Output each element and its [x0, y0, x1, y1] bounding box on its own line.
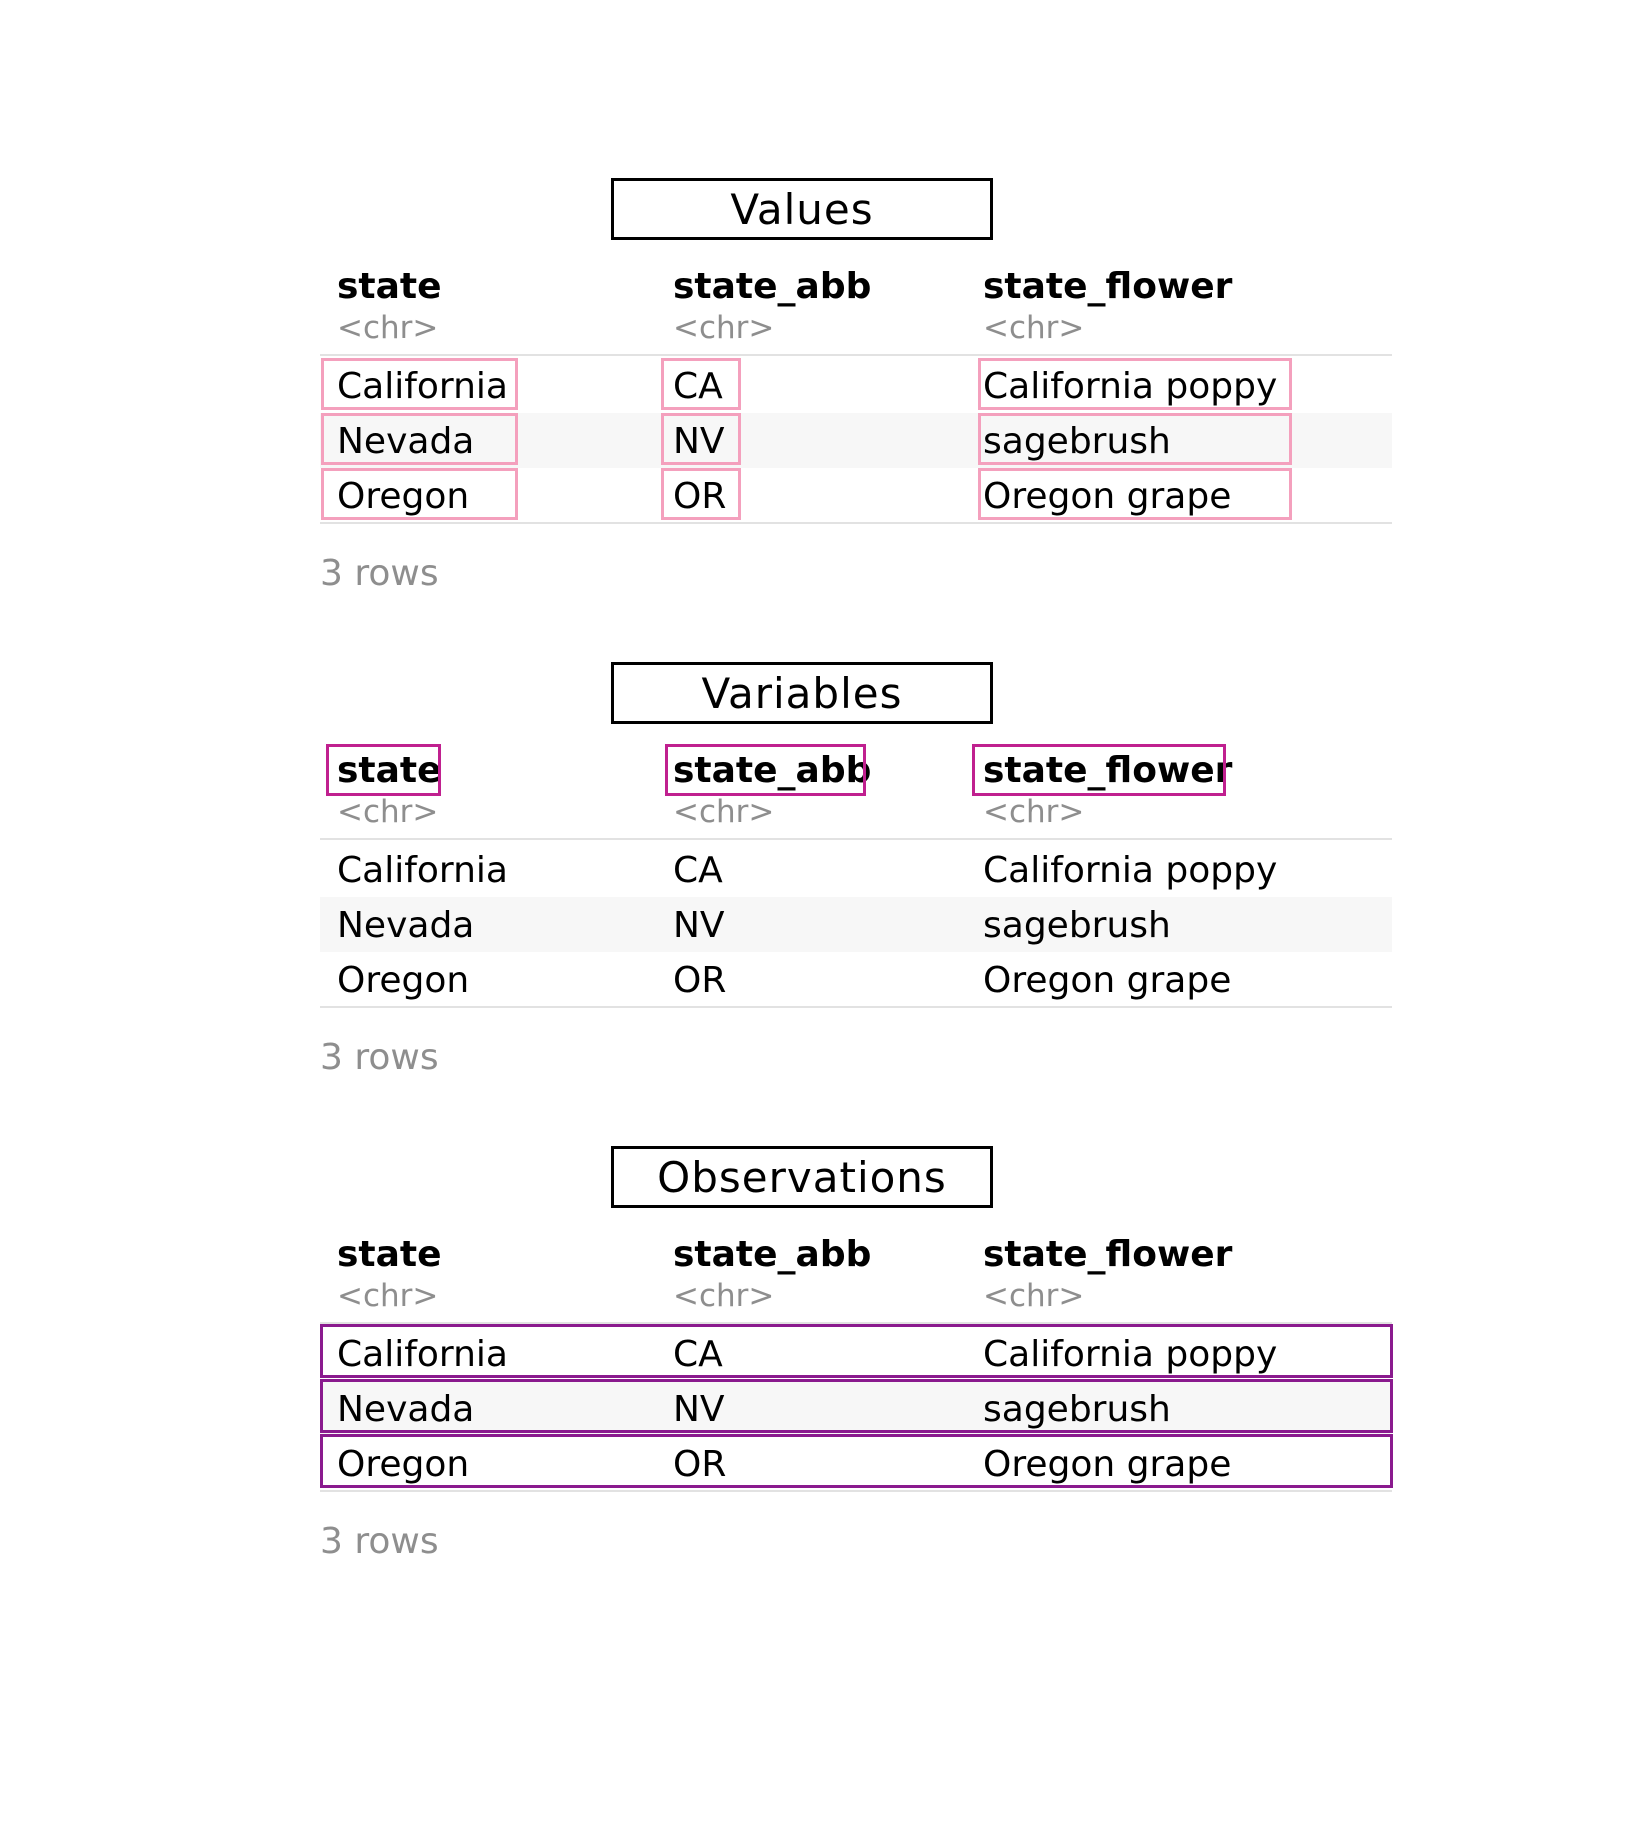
column-header-state_flower: state_flower	[983, 1234, 1233, 1275]
column-header-state_abb: state_abb	[673, 750, 872, 791]
column-header-state_flower: state_flower	[983, 750, 1233, 791]
header-divider	[320, 1322, 1392, 1324]
column-header-state: state	[337, 750, 442, 791]
table-bottom-divider	[320, 1490, 1392, 1492]
column-header-state: state	[337, 266, 442, 307]
table-cell: NV	[673, 421, 725, 462]
column-header-state_abb: state_abb	[673, 1234, 872, 1275]
header-divider	[320, 354, 1392, 356]
table-cell: NV	[673, 905, 725, 946]
column-header-state_flower: state_flower	[983, 266, 1233, 307]
table-cell: sagebrush	[983, 905, 1171, 946]
row-count: 3 rows	[320, 553, 439, 594]
table-cell: CA	[673, 1334, 723, 1375]
table-cell: Nevada	[337, 421, 475, 462]
table-bottom-divider	[320, 522, 1392, 524]
table-cell: California poppy	[983, 850, 1278, 891]
column-type: <chr>	[673, 310, 775, 346]
header-divider	[320, 838, 1392, 840]
row-count: 3 rows	[320, 1521, 439, 1562]
table-cell: Oregon	[337, 476, 470, 517]
column-type: <chr>	[673, 794, 775, 830]
column-type: <chr>	[983, 310, 1085, 346]
table-cell: CA	[673, 366, 723, 407]
column-type: <chr>	[983, 1278, 1085, 1314]
table-cell: California	[337, 850, 508, 891]
table-cell: California poppy	[983, 1334, 1278, 1375]
table-cell: California	[337, 366, 508, 407]
column-type: <chr>	[337, 794, 439, 830]
table-cell: sagebrush	[983, 1389, 1171, 1430]
panel-title: Observations	[611, 1146, 993, 1208]
column-type: <chr>	[337, 310, 439, 346]
panel-title: Values	[611, 178, 993, 240]
table-cell: Nevada	[337, 905, 475, 946]
table-cell: Nevada	[337, 1389, 475, 1430]
table-bottom-divider	[320, 1006, 1392, 1008]
table-cell: Oregon grape	[983, 960, 1232, 1001]
table-cell: OR	[673, 1444, 727, 1485]
table-row	[320, 897, 1392, 952]
table-cell: Oregon grape	[983, 476, 1232, 517]
column-header-state: state	[337, 1234, 442, 1275]
column-type: <chr>	[673, 1278, 775, 1314]
table-row	[320, 1381, 1392, 1436]
table-cell: sagebrush	[983, 421, 1171, 462]
column-header-state_abb: state_abb	[673, 266, 872, 307]
table-row	[320, 413, 1392, 468]
table-cell: Oregon	[337, 960, 470, 1001]
panel-title: Variables	[611, 662, 993, 724]
table-cell: NV	[673, 1389, 725, 1430]
row-count: 3 rows	[320, 1037, 439, 1078]
table-cell: Oregon	[337, 1444, 470, 1485]
table-cell: OR	[673, 476, 727, 517]
column-type: <chr>	[337, 1278, 439, 1314]
table-cell: CA	[673, 850, 723, 891]
column-type: <chr>	[983, 794, 1085, 830]
table-cell: California	[337, 1334, 508, 1375]
table-cell: California poppy	[983, 366, 1278, 407]
table-cell: OR	[673, 960, 727, 1001]
table-cell: Oregon grape	[983, 1444, 1232, 1485]
